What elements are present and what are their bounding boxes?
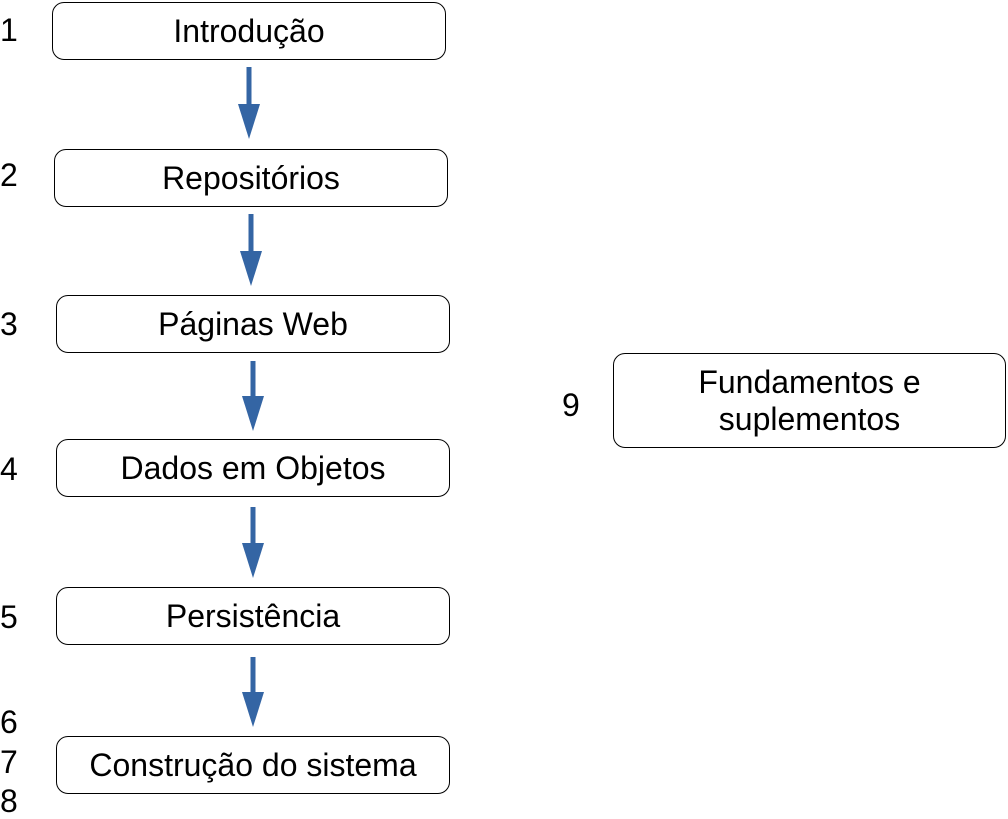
chapter-label: Construção do sistema bbox=[89, 746, 417, 783]
chapter-box-persistencia: Persistência bbox=[56, 587, 450, 645]
arrow-5-6 bbox=[242, 657, 264, 727]
chapter-label-line2: suplementos bbox=[718, 400, 901, 437]
arrow-2-3 bbox=[240, 214, 262, 286]
chapter-box-construcao-do-sistema: Construção do sistema bbox=[56, 736, 450, 794]
chapter-label: Dados em Objetos bbox=[120, 449, 386, 486]
chapter-number-4: 4 bbox=[0, 451, 18, 487]
chapter-box-paginas-web: Páginas Web bbox=[56, 295, 450, 353]
arrow-3-4 bbox=[242, 361, 264, 431]
chapter-label-line1: Fundamentos e bbox=[698, 363, 921, 400]
arrow-4-5 bbox=[242, 507, 264, 578]
chapter-box-dados-em-objetos: Dados em Objetos bbox=[56, 439, 450, 497]
chapter-label: Introdução bbox=[173, 12, 325, 49]
chapter-label: Persistência bbox=[165, 597, 341, 634]
chapter-number-8: 8 bbox=[0, 783, 18, 819]
chapter-number-6: 6 bbox=[0, 704, 18, 740]
chapter-number-2: 2 bbox=[0, 157, 18, 193]
arrow-1-2 bbox=[238, 67, 260, 139]
chapter-number-9: 9 bbox=[562, 387, 580, 423]
chapter-label: Páginas Web bbox=[158, 305, 348, 342]
chapter-number-1: 1 bbox=[0, 12, 18, 48]
chapter-box-fundamentos: Fundamentos e suplementos bbox=[613, 353, 1006, 448]
chapter-number-3: 3 bbox=[0, 306, 18, 342]
chapter-number-5: 5 bbox=[0, 599, 18, 635]
chapter-number-7: 7 bbox=[0, 744, 18, 780]
chapter-box-repositorios: Repositórios bbox=[54, 149, 448, 207]
chapter-box-introducao: Introdução bbox=[52, 2, 446, 60]
chapter-label: Repositórios bbox=[162, 159, 340, 196]
